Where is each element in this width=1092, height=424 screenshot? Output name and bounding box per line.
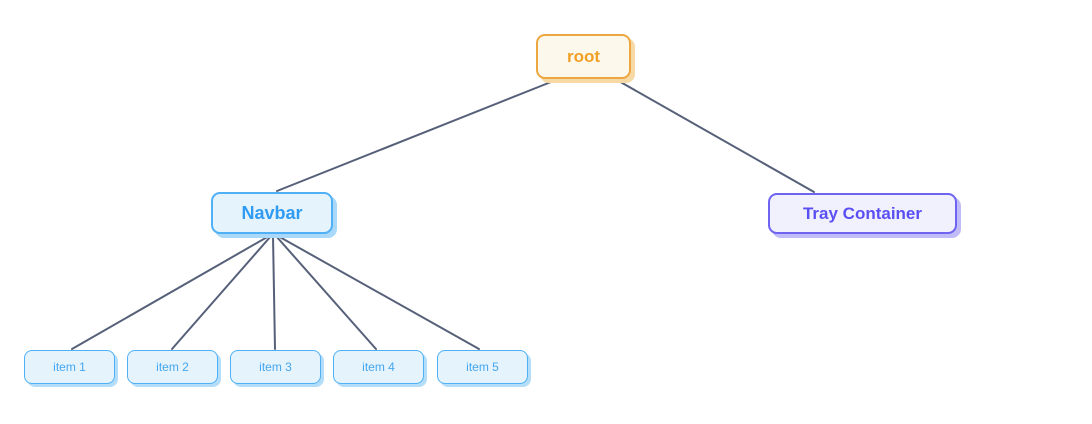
node-label-navbar: Navbar (241, 203, 303, 223)
edge-navbar-item-2 (171, 235, 272, 350)
node-tray-container[interactable]: Tray Container (768, 193, 957, 234)
node-label-item-5: item 5 (466, 360, 499, 374)
node-item-5[interactable]: item 5 (437, 350, 528, 384)
node-label-item-3: item 3 (259, 360, 292, 374)
node-item-3[interactable]: item 3 (230, 350, 321, 384)
node-root[interactable]: root (536, 34, 631, 79)
node-label-item-4: item 4 (362, 360, 395, 374)
edge-navbar-item-3 (272, 235, 276, 350)
node-label-item-1: item 1 (53, 360, 86, 374)
node-label-tray-container: Tray Container (802, 204, 923, 223)
edge-root-tray (616, 79, 815, 193)
edge-navbar-item-5 (277, 235, 480, 350)
edge-navbar-item-1 (71, 235, 270, 350)
node-navbar[interactable]: Navbar (211, 192, 333, 234)
edge-navbar-item-4 (275, 235, 377, 350)
edge-root-navbar (276, 79, 557, 192)
node-label-root: root (566, 47, 601, 66)
node-item-1[interactable]: item 1 (24, 350, 115, 384)
node-item-4[interactable]: item 4 (333, 350, 424, 384)
node-item-2[interactable]: item 2 (127, 350, 218, 384)
node-label-item-2: item 2 (156, 360, 189, 374)
